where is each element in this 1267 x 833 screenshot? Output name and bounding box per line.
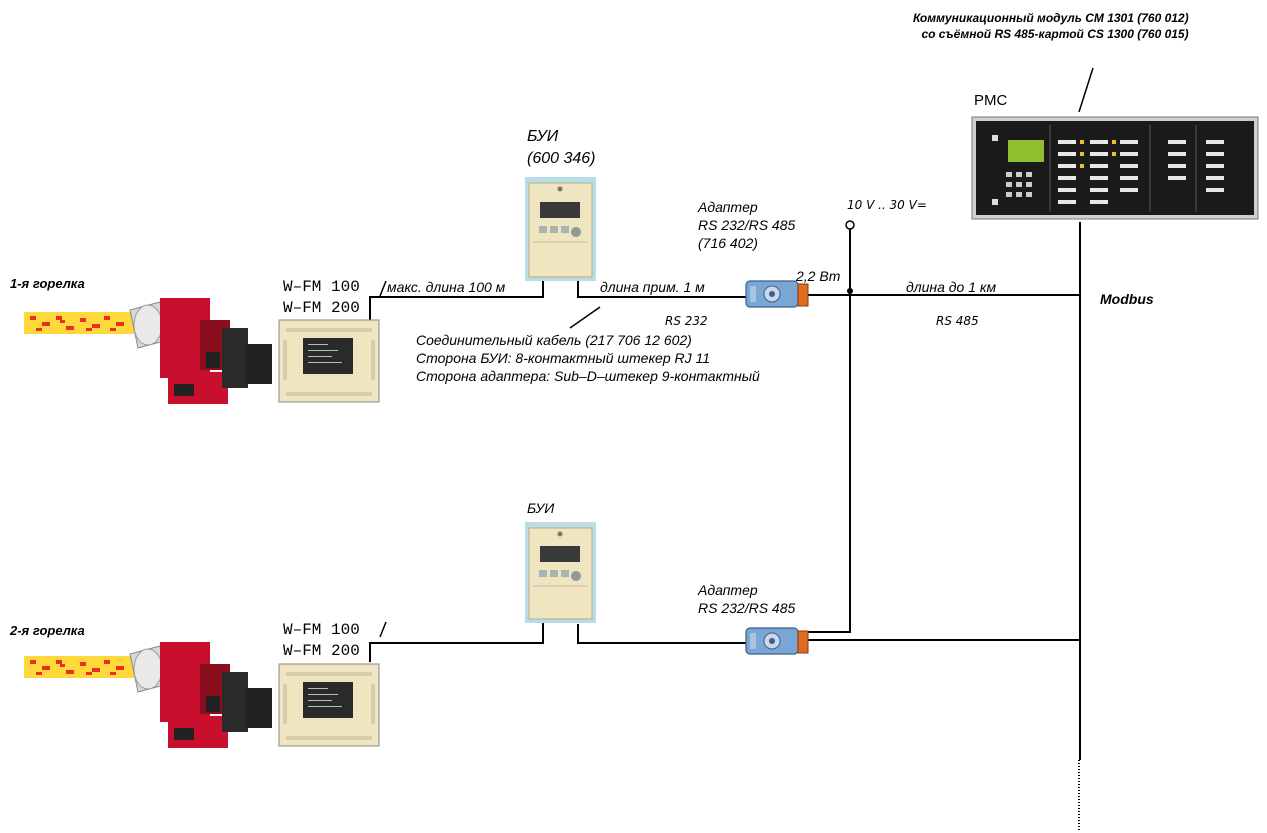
modbus-label: Modbus (1100, 291, 1154, 307)
wire-wfm-bui-2 (369, 621, 544, 662)
cable-note-line2: Сторона БУИ: 8-контактный штекер RJ 11 (416, 350, 711, 366)
pmc-display (1008, 140, 1044, 162)
wfm-panel-2 (278, 663, 380, 747)
burner-2 (24, 642, 272, 748)
adapter-2-label: Адаптер RS 232/RS 485 (698, 581, 795, 617)
adapter-1-name: Адаптер (698, 199, 758, 215)
flame-icon (24, 312, 134, 334)
callout-line-maxlen (379, 280, 387, 297)
wire-power-supply (806, 228, 851, 633)
bui-unit-1 (525, 177, 596, 281)
wfm-1-model-a: W–FM 100 (283, 278, 360, 296)
adapter-1-code: (716 402) (698, 235, 758, 251)
long-length-label: длина до 1 км (906, 279, 997, 295)
cable-note: Соединительный кабель (217 706 12 602) С… (416, 331, 760, 385)
bui-1-name: БУИ (527, 128, 559, 145)
adapter-1-label: Адаптер RS 232/RS 485 (716 402) (698, 198, 795, 252)
approx-length-label: длина прим. 1 м (600, 279, 705, 295)
wire-wfm-bui-1 (369, 276, 544, 320)
pmc-rack (971, 116, 1259, 220)
flame-icon (24, 656, 134, 678)
max-length-label: макс. длина 100 м (387, 279, 506, 295)
adapter-2-type: RS 232/RS 485 (698, 600, 796, 616)
power-label: 2,2 Вт (796, 268, 841, 284)
wfm-panel-1 (278, 319, 380, 403)
cm1301-note: Коммуникационный модуль CM 1301 (760 012… (913, 10, 1189, 42)
callout-line-cable (569, 306, 601, 329)
adapter-1-type: RS 232/RS 485 (698, 217, 796, 233)
adapter-device-1 (745, 280, 809, 308)
wfm-2-model-b: W–FM 200 (283, 642, 360, 660)
power-terminal-icon (845, 220, 855, 230)
wire-bui-adapter-1 (577, 280, 748, 298)
bui-1-code: (600 346) (527, 150, 596, 167)
pmc-label: PMC (974, 92, 1008, 109)
wire-bui-adapter-2 (577, 624, 748, 644)
cm1301-note-line2: со съёмной RS 485-картой CS 1300 (760 01… (921, 27, 1189, 41)
burner-1 (24, 298, 272, 404)
power-junction-icon (847, 288, 853, 294)
bui-unit-2 (525, 522, 596, 623)
bui-2-label: БУИ (527, 500, 555, 516)
callout-line-burner2 (379, 621, 387, 638)
wfm-2-model-a: W–FM 100 (283, 621, 360, 639)
burner-1-label: 1-я горелка (10, 276, 85, 291)
adapter-device-2 (745, 627, 809, 655)
cable-note-line3: Сторона адаптера: Sub–D–штекер 9-контакт… (416, 368, 760, 384)
wfm-1-model-b: W–FM 200 (283, 299, 360, 317)
callout-line-cm1301 (1078, 67, 1094, 113)
rs232-label: RS 232 (665, 314, 708, 328)
cable-note-line1: Соединительный кабель (217 706 12 602) (416, 332, 692, 348)
rs485-label: RS 485 (936, 314, 979, 328)
bui-display (540, 202, 580, 218)
burner-2-label: 2-я горелка (10, 623, 85, 638)
cm1301-note-line1: Коммуникационный модуль CM 1301 (760 012… (913, 11, 1189, 25)
voltage-label: 10 V .. 30 V= (847, 198, 927, 212)
bui-1-label: БУИ (600 346) (527, 126, 596, 170)
adapter-2-name: Адаптер (698, 582, 758, 598)
wiring-lines (369, 67, 1094, 830)
